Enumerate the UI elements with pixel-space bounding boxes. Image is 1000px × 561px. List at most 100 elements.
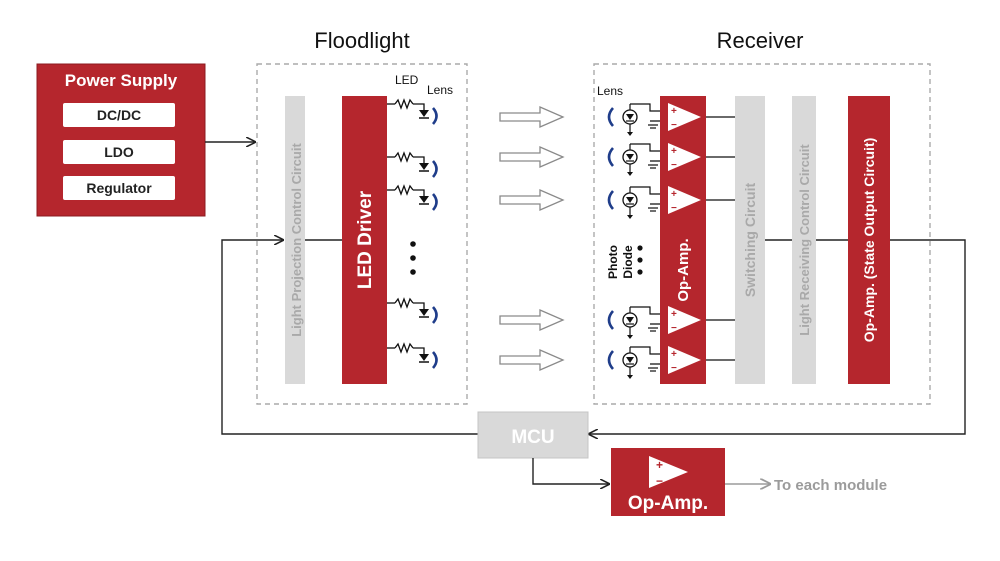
floodlight-frame	[256, 63, 468, 405]
op-amp-triangle-icon	[668, 143, 701, 171]
led-row	[387, 151, 438, 178]
lens-icon	[607, 107, 615, 127]
lens-icon	[431, 107, 438, 125]
output-op-amp-plus: +	[656, 458, 663, 472]
led-icon	[419, 196, 429, 203]
photodiode-row	[607, 186, 668, 219]
ground-arrow	[627, 375, 633, 379]
mcu-to-control-wire	[221, 240, 478, 435]
lens-icon	[607, 147, 615, 167]
ground-arrow	[627, 172, 633, 176]
lens-icon	[431, 306, 438, 324]
led-rows	[387, 98, 438, 369]
op-amp-plus: +	[671, 309, 677, 320]
led-driver-label: LED Driver	[355, 190, 376, 289]
photodiode-triangle	[626, 114, 634, 120]
regulator-box	[63, 176, 175, 200]
floodlight-lens-label: Lens	[427, 83, 453, 97]
op-amp-minus: −	[671, 120, 677, 131]
op-amp-array-block	[660, 96, 706, 384]
mcu-label: MCU	[511, 427, 554, 448]
led-wire	[413, 302, 425, 309]
op-amp-plus: +	[671, 146, 677, 157]
lens-icon	[607, 310, 615, 330]
output-op-amp-block	[611, 448, 725, 516]
floodlight-title: Floodlight	[314, 28, 409, 53]
lens-icon	[431, 193, 438, 211]
lens-icon	[607, 350, 615, 370]
light-projection-control-circuit	[285, 96, 305, 384]
regulator-label: Regulator	[86, 180, 152, 196]
output-op-amp-symbol	[649, 456, 688, 488]
output-op-amp-label: Op-Amp.	[628, 493, 708, 514]
light-beam-arrow-icon	[499, 349, 565, 371]
photodiode-row	[607, 103, 668, 136]
output-destination-label: To each module	[774, 477, 887, 494]
ground-arrow	[627, 335, 633, 339]
led-wire	[413, 347, 425, 354]
light-beam-arrow-icon	[499, 146, 565, 168]
receiver-lens-label: Lens	[597, 84, 623, 98]
power-supply-title: Power Supply	[65, 71, 178, 90]
pd-to-opamp-wire	[630, 103, 668, 112]
led-driver-block	[342, 96, 387, 384]
led-label: LED	[395, 73, 419, 87]
resistor-icon	[394, 98, 414, 110]
op-amp-triangle-icon	[668, 346, 701, 374]
led-row	[387, 297, 438, 324]
light-beam-arrows	[499, 106, 565, 371]
photo-label: Photo	[606, 245, 620, 279]
receiver-frame	[593, 63, 931, 405]
switching-circuit-label: Switching Circuit	[742, 182, 758, 297]
light-beam-arrow-icon	[499, 309, 565, 331]
photodiode-row	[607, 346, 668, 379]
photodiode-ellipsis-dots	[637, 245, 643, 275]
led-wire	[413, 156, 425, 163]
diode-label: Diode	[621, 245, 635, 279]
lens-icon	[607, 190, 615, 210]
dcdc-label: DC/DC	[97, 107, 141, 123]
op-amp-minus: −	[671, 203, 677, 214]
op-amp-triangle-icon	[668, 103, 701, 131]
led-ellipsis-dots	[410, 241, 416, 275]
lens-icon	[431, 160, 438, 178]
light-beam-arrow-icon	[499, 189, 565, 211]
op-amp-output-wires	[706, 116, 735, 361]
led-wire	[413, 189, 425, 196]
photodiode-triangle	[626, 197, 634, 203]
resistor-icon	[394, 297, 414, 309]
ground-arrow	[627, 215, 633, 219]
op-amp-plus: +	[671, 189, 677, 200]
photodiode-triangle	[626, 154, 634, 160]
ldo-box	[63, 140, 175, 164]
op-amp-minus: −	[671, 323, 677, 334]
op-amp-minus: −	[671, 363, 677, 374]
pd-to-opamp-wire	[630, 306, 668, 315]
resistor-icon	[394, 151, 414, 163]
photodiode-row	[607, 143, 668, 176]
op-amp-triangles: +−+−+−+−+−	[668, 103, 701, 374]
photodiode-rows	[607, 103, 668, 379]
switching-circuit-block	[735, 96, 765, 384]
photodiode-row	[607, 306, 668, 339]
led-wire	[413, 103, 425, 110]
light-receiving-control-label: Light Receiving Control Circuit	[797, 144, 812, 336]
led-icon	[419, 110, 429, 117]
ground-arrow	[627, 132, 633, 136]
mcu-to-opamp-wire	[532, 458, 609, 484]
pd-to-opamp-wire	[630, 143, 668, 152]
op-amp-triangle-icon	[668, 306, 701, 334]
led-row	[387, 342, 438, 369]
state-output-block	[848, 96, 890, 384]
led-row	[387, 184, 438, 211]
led-icon	[419, 354, 429, 361]
lens-icon	[431, 351, 438, 369]
light-receiving-control-block	[792, 96, 816, 384]
photodiode-triangle	[626, 317, 634, 323]
op-amp-plus: +	[671, 349, 677, 360]
output-op-amp-minus: −	[656, 474, 663, 488]
op-amp-triangle-icon	[668, 186, 701, 214]
mcu-block	[477, 411, 589, 459]
